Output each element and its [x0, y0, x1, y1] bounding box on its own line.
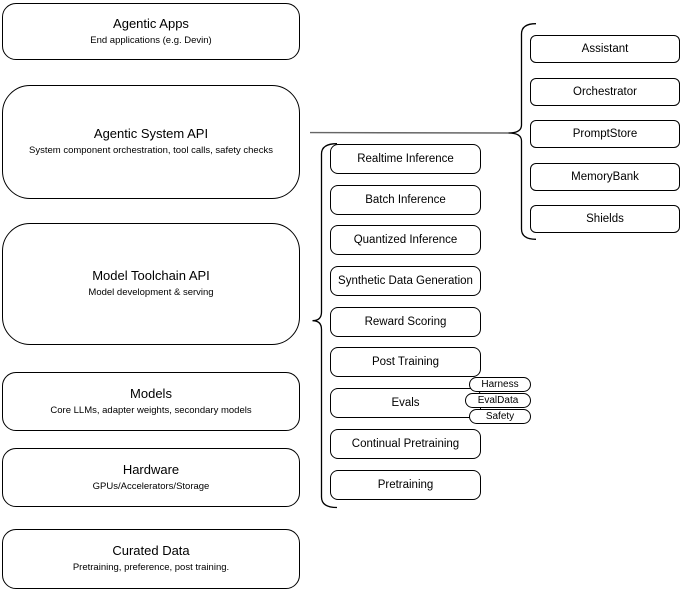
toolchain-component-label: Post Training	[371, 356, 440, 369]
system-component-label: Assistant	[581, 43, 629, 55]
box-title: Model Toolchain API	[92, 268, 210, 284]
toolchain-bracket	[312, 143, 338, 509]
toolchain-component-box: Quantized Inference	[330, 225, 481, 256]
toolchain-component-box: Reward Scoring	[330, 306, 481, 337]
system-component-box: Shields	[530, 205, 680, 234]
box-model-toolchain-api: Model Toolchain API Model development & …	[2, 223, 300, 345]
toolchain-component-box: Synthetic Data Generation	[330, 266, 481, 297]
toolchain-component-label: Continual Pretraining	[351, 437, 460, 450]
toolchain-component-box: Post Training	[330, 347, 481, 378]
box-subtitle: Pretraining, preference, post training.	[72, 562, 230, 574]
toolchain-component-label: Quantized Inference	[353, 234, 458, 247]
toolchain-component-label: Reward Scoring	[364, 315, 447, 328]
system-component-label: PromptStore	[572, 128, 638, 141]
eval-tag-label: Harness	[481, 379, 519, 390]
toolchain-component-label: Synthetic Data Generation	[338, 275, 473, 288]
toolchain-component-label: Realtime Inference	[357, 153, 454, 165]
box-subtitle: Model development & serving	[88, 287, 214, 299]
system-component-box: Assistant	[530, 35, 680, 63]
toolchain-component-box: Realtime Inference	[330, 144, 481, 174]
system-component-label: MemoryBank	[571, 170, 639, 183]
toolchain-components-list: Realtime Inference Batch Inference Quant…	[330, 144, 481, 500]
eval-tag-label: Safety	[485, 411, 515, 422]
box-subtitle: End applications (e.g. Devin)	[90, 34, 212, 46]
toolchain-component-box: Batch Inference	[330, 184, 481, 215]
system-component-box: MemoryBank	[530, 162, 680, 191]
box-title: Models	[130, 385, 172, 401]
system-component-box: PromptStore	[530, 120, 680, 149]
system-component-box: Orchestrator	[530, 77, 680, 106]
box-title: Agentic Apps	[113, 15, 189, 31]
toolchain-component-label: Pretraining	[377, 478, 434, 491]
box-subtitle: System component orchestration, tool cal…	[29, 145, 273, 157]
toolchain-component-box: Pretraining	[330, 469, 481, 500]
box-subtitle: GPUs/Accelerators/Storage	[92, 480, 210, 492]
system-bracket	[508, 23, 537, 240]
toolchain-component-box: Evals	[330, 388, 481, 419]
box-models: Models Core LLMs, adapter weights, secon…	[2, 372, 300, 431]
system-components-list: Assistant Orchestrator PromptStore Memor…	[530, 35, 680, 234]
eval-tag-pill-evaldata: EvalData	[465, 393, 531, 408]
box-hardware: Hardware GPUs/Accelerators/Storage	[2, 448, 300, 507]
eval-tag-label: EvalData	[477, 395, 519, 406]
toolchain-component-label: Evals	[391, 397, 420, 410]
eval-tag-pill-harness: Harness	[469, 377, 531, 392]
box-curated-data: Curated Data Pretraining, preference, po…	[2, 529, 300, 589]
eval-tag-pill-safety: Safety	[469, 409, 531, 424]
system-component-label: Orchestrator	[573, 85, 637, 98]
toolchain-component-label: Batch Inference	[365, 193, 446, 206]
toolchain-component-box: Continual Pretraining	[330, 428, 481, 459]
box-agentic-system-api: Agentic System API System component orch…	[2, 85, 300, 199]
box-title: Curated Data	[112, 543, 190, 559]
box-title: Hardware	[122, 461, 180, 477]
box-subtitle: Core LLMs, adapter weights, secondary mo…	[50, 404, 252, 416]
box-title: Agentic System API	[93, 126, 209, 142]
system-component-label: Shields	[586, 213, 624, 226]
box-agentic-apps: Agentic Apps End applications (e.g. Devi…	[2, 3, 300, 60]
